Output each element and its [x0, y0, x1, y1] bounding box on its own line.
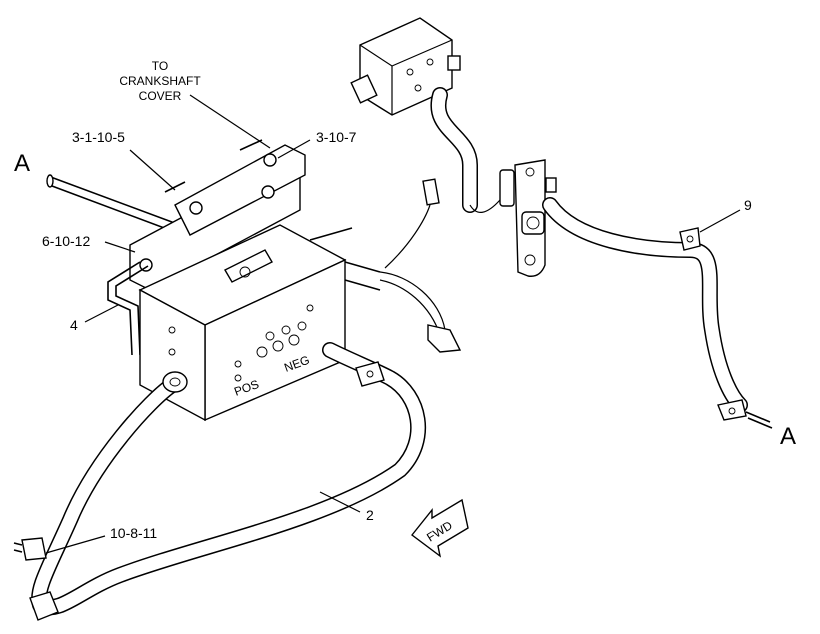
- label-item-4: 4: [70, 317, 78, 333]
- label-crankshaft: CRANKSHAFT: [119, 74, 201, 88]
- label-a-left: A: [14, 150, 30, 177]
- label-item-9: 9: [744, 197, 752, 213]
- relay-unit: [350, 17, 461, 116]
- fwd-arrow: FWD: [411, 498, 469, 558]
- label-cover: COVER: [139, 89, 182, 103]
- mounting-bracket: [129, 139, 306, 291]
- switch-bracket: [499, 159, 557, 277]
- terminal-10-8-11: [13, 537, 59, 621]
- label-3-10-7: 3-10-7: [316, 129, 357, 145]
- label-10-8-11: 10-8-11: [110, 525, 157, 541]
- label-a-right: A: [780, 423, 796, 450]
- label-6-10-12: 6-10-12: [42, 233, 90, 249]
- label-3-1-10-5: 3-1-10-5: [72, 129, 125, 145]
- label-item-2: 2: [366, 507, 374, 523]
- label-to: TO: [152, 59, 168, 73]
